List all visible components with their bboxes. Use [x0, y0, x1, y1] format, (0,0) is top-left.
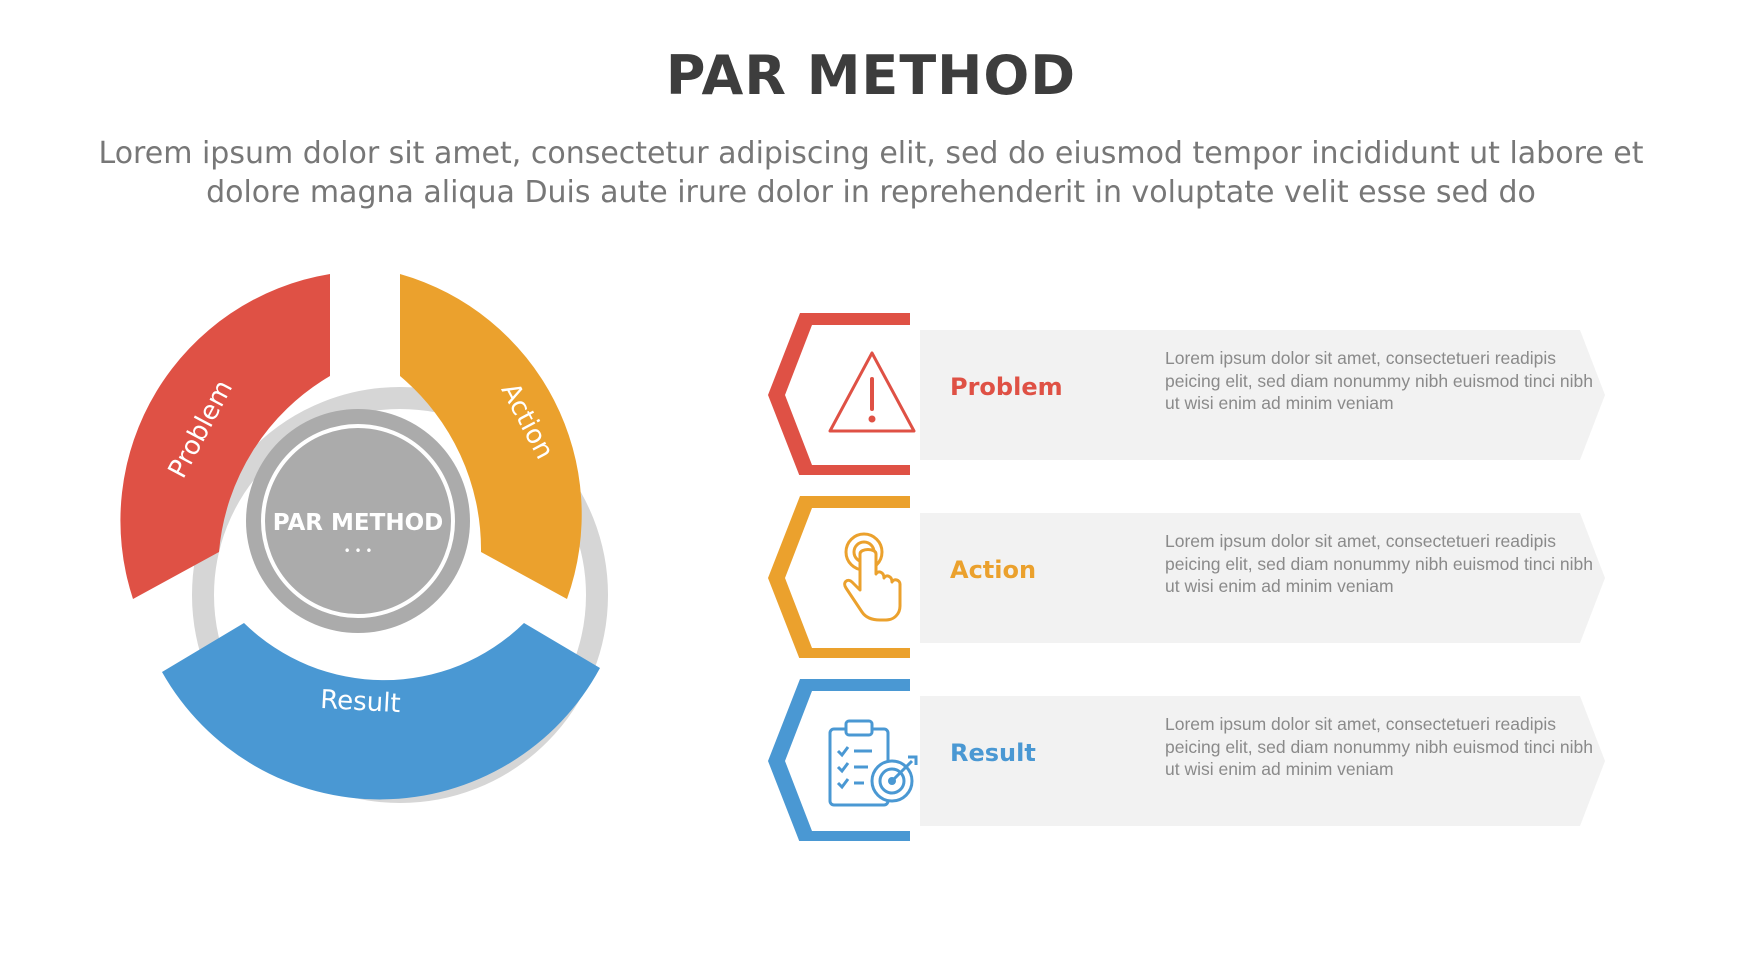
page-subtitle: Lorem ipsum dolor sit amet, consectetur …: [98, 136, 1644, 210]
result-segment: [162, 623, 600, 800]
page-title: PAR METHOD: [665, 44, 1077, 107]
step-description-result: Lorem ipsum dolor sit amet, consectetuer…: [1165, 714, 1594, 779]
step-title-problem: Problem: [950, 373, 1063, 401]
center-circle: [246, 409, 470, 633]
step-title-result: Result: [950, 739, 1036, 767]
action-segment: [400, 274, 582, 599]
step-title-action: Action: [950, 556, 1037, 584]
step-row-action: Action Lorem ipsum dolor sit amet, conse…: [760, 488, 1620, 658]
row-banner: [900, 330, 1605, 460]
center-dots: • • •: [344, 544, 373, 558]
step-description-problem: Lorem ipsum dolor sit amet, consectetuer…: [1165, 348, 1594, 413]
result-segment-label: Result: [320, 685, 402, 719]
problem-segment: [120, 274, 331, 599]
row-banner: [900, 696, 1605, 826]
center-inner-ring: [261, 424, 455, 618]
hand-tap-icon: [822, 528, 922, 628]
clipboard-target-icon: [822, 711, 922, 811]
step-row-result: Result Lorem ipsum dolor sit amet, conse…: [760, 671, 1620, 841]
center-label: PAR METHOD: [273, 510, 443, 536]
par-cycle-diagram: PAR METHOD • • • Problem Action Result: [60, 255, 740, 915]
row-banner: [900, 513, 1605, 643]
par-steps-list: Problem Lorem ipsum dolor sit amet, cons…: [760, 305, 1620, 865]
step-description-action: Lorem ipsum dolor sit amet, consectetuer…: [1165, 531, 1594, 596]
warning-triangle-icon: [822, 345, 922, 445]
step-row-problem: Problem Lorem ipsum dolor sit amet, cons…: [760, 305, 1620, 475]
